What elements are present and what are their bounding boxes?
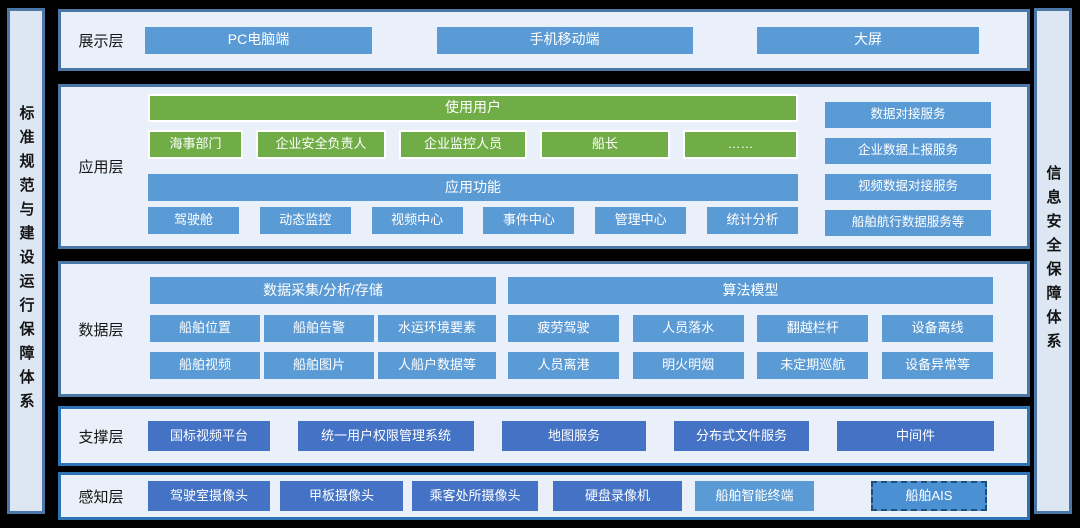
node-algorithm-header: 算法模型 — [508, 277, 993, 304]
user-nodes: 海事部门 企业安全负责人 企业监控人员 船长 …… — [148, 130, 798, 159]
node-video-interface-service: 视频数据对接服务 — [825, 174, 991, 200]
node-big-screen: 大屏 — [757, 26, 979, 54]
node-enterprise-safety-officer: 企业安全负责人 — [256, 130, 386, 159]
pillar-infosec-label: 信息安全保障体系 — [1044, 165, 1062, 357]
architecture-diagram: 展示层 PC电脑端 手机移动端 大屏 应用层 使用用户 海事部门 企业安全负责人… — [58, 9, 1030, 520]
pillar-standards-label: 标准规范与建设运行保障体系 — [17, 105, 35, 417]
node-distributed-file-service: 分布式文件服务 — [674, 421, 809, 451]
node-ship-ais: 船舶AIS — [871, 481, 987, 511]
pillar-infosec-system: 信息安全保障体系 — [1034, 8, 1072, 514]
node-ship-nav-data-service: 船舶航行数据服务等 — [825, 210, 991, 236]
node-unified-auth-system: 统一用户权限管理系统 — [298, 421, 474, 451]
layer-label-presentation: 展示层 — [78, 32, 124, 50]
layer-perception: 感知层 驾驶室摄像头 甲板摄像头 乘客处所摄像头 硬盘录像机 船舶智能终端 船舶… — [58, 472, 1030, 520]
application-left-group: 使用用户 海事部门 企业安全负责人 企业监控人员 船长 …… 应用功能 驾驶舱 … — [148, 87, 798, 246]
data-collect-group: 数据采集/分析/存储 船舶位置 船舶告警 水运环境要素 船舶视频 船舶图片 人船… — [150, 264, 496, 394]
node-waterway-environment: 水运环境要素 — [378, 315, 496, 342]
node-ship-image: 船舶图片 — [264, 352, 374, 379]
collect-nodes-row1: 船舶位置 船舶告警 水运环境要素 — [150, 315, 496, 342]
node-map-service: 地图服务 — [502, 421, 646, 451]
presentation-nodes: PC电脑端 手机移动端 大屏 — [141, 12, 1027, 68]
node-device-offline: 设备离线 — [881, 315, 993, 342]
node-collect-header: 数据采集/分析/存储 — [150, 277, 496, 304]
node-data-interface-service: 数据对接服务 — [825, 102, 991, 128]
node-video-center: 视频中心 — [371, 207, 463, 234]
node-ship-position: 船舶位置 — [150, 315, 260, 342]
algorithm-nodes-row1: 疲劳驾驶 人员落水 翻越栏杆 设备离线 — [508, 315, 993, 342]
layer-label-support: 支撑层 — [78, 428, 124, 446]
perception-nodes: 驾驶室摄像头 甲板摄像头 乘客处所摄像头 硬盘录像机 船舶智能终端 船舶AIS — [141, 475, 1027, 517]
layer-presentation: 展示层 PC电脑端 手机移动端 大屏 — [58, 9, 1030, 71]
node-man-overboard: 人员落水 — [632, 315, 744, 342]
node-pc-client: PC电脑端 — [145, 26, 372, 54]
collect-nodes-row2: 船舶视频 船舶图片 人船户数据等 — [150, 352, 496, 379]
node-event-center: 事件中心 — [483, 207, 575, 234]
node-device-anomaly: 设备异常等 — [881, 352, 993, 379]
node-more-users-ellipsis: …… — [683, 130, 798, 159]
node-cockpit-camera: 驾驶室摄像头 — [148, 481, 270, 511]
node-person-ship-data: 人船户数据等 — [378, 352, 496, 379]
layer-label-perception: 感知层 — [78, 488, 124, 506]
node-irregular-patrol: 未定期巡航 — [757, 352, 869, 379]
node-open-flame-smoke: 明火明烟 — [632, 352, 744, 379]
node-gb-video-platform: 国标视频平台 — [148, 421, 270, 451]
node-deck-camera: 甲板摄像头 — [280, 481, 403, 511]
application-service-group: 数据对接服务 企业数据上报服务 视频数据对接服务 船舶航行数据服务等 — [825, 87, 991, 246]
node-middleware: 中间件 — [837, 421, 994, 451]
node-ship-smart-terminal: 船舶智能终端 — [695, 481, 814, 511]
node-cockpit: 驾驶舱 — [148, 207, 239, 234]
node-statistics-analysis: 统计分析 — [706, 207, 798, 234]
node-captain: 船长 — [540, 130, 670, 159]
node-crew-departure: 人员离港 — [508, 352, 619, 379]
node-management-center: 管理中心 — [595, 207, 687, 234]
pillar-standards-system: 标准规范与建设运行保障体系 — [7, 8, 45, 514]
support-nodes: 国标视频平台 统一用户权限管理系统 地图服务 分布式文件服务 中间件 — [141, 409, 1027, 463]
node-app-function-header: 应用功能 — [148, 174, 798, 201]
layer-label-application: 应用层 — [78, 159, 124, 176]
node-rail-climbing: 翻越栏杆 — [757, 315, 869, 342]
layer-support: 支撑层 国标视频平台 统一用户权限管理系统 地图服务 分布式文件服务 中间件 — [58, 406, 1030, 466]
algorithm-group: 算法模型 疲劳驾驶 人员落水 翻越栏杆 设备离线 人员离港 明火明烟 未定期巡航… — [508, 264, 993, 394]
node-fatigue-driving: 疲劳驾驶 — [508, 315, 619, 342]
node-ship-alarm: 船舶告警 — [264, 315, 374, 342]
node-ship-video: 船舶视频 — [150, 352, 260, 379]
layer-data: 数据层 数据采集/分析/存储 船舶位置 船舶告警 水运环境要素 船舶视频 船舶图… — [58, 261, 1030, 397]
node-passenger-area-camera: 乘客处所摄像头 — [412, 481, 538, 511]
node-user-header: 使用用户 — [148, 94, 798, 122]
node-mobile-client: 手机移动端 — [436, 26, 693, 54]
node-maritime-dept: 海事部门 — [148, 130, 243, 159]
function-nodes: 驾驶舱 动态监控 视频中心 事件中心 管理中心 统计分析 — [148, 207, 798, 234]
layer-application: 应用层 使用用户 海事部门 企业安全负责人 企业监控人员 船长 …… 应用功能 … — [58, 84, 1030, 249]
node-dvr: 硬盘录像机 — [553, 481, 682, 511]
algorithm-nodes-row2: 人员离港 明火明烟 未定期巡航 设备异常等 — [508, 352, 993, 379]
node-enterprise-monitor-staff: 企业监控人员 — [399, 130, 527, 159]
node-enterprise-report-service: 企业数据上报服务 — [825, 138, 991, 164]
layer-label-data: 数据层 — [78, 321, 124, 339]
node-dynamic-monitoring: 动态监控 — [259, 207, 351, 234]
